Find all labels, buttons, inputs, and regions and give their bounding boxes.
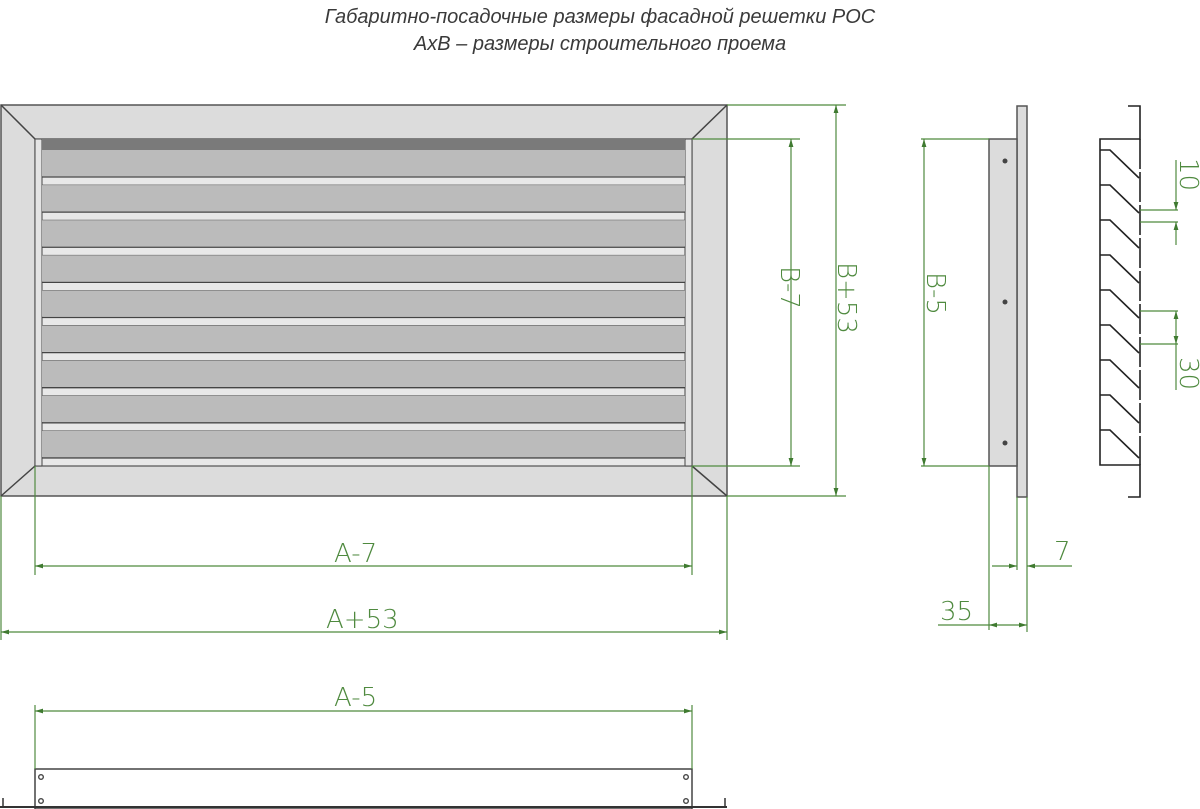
dim-label-b-7: B-7 [774,266,804,309]
screw-icon [683,774,690,781]
dim-label-35: 35 [940,597,973,627]
louver-slat [42,290,685,317]
dim-outer-width: A+53 [0,496,728,640]
flange [1016,105,1028,498]
section-louvers [1100,149,1140,459]
louver-slat [42,185,685,212]
screw-icon [38,774,45,781]
screw-icon [1002,440,1008,446]
screw-icon [1002,158,1008,164]
dim-label-30: 30 [1173,357,1200,390]
dim-inner-height: B-7 [692,138,804,467]
dim-label-b-5: B-5 [920,272,950,315]
dim-inner-width: A-7 [34,466,693,575]
screw-icon [1002,299,1008,305]
louver-slat [42,395,685,423]
louver-slat [42,255,685,282]
louver-slat [42,220,685,247]
section-louver [1100,149,1140,179]
bevel-line [0,104,36,140]
dim-body-height: B-5 [920,138,989,467]
dim-outer-height: B+53 [727,104,861,497]
side-view [988,105,1028,498]
section-view [1099,105,1141,498]
dim-pitch: 30 [1140,310,1200,390]
title-line-2: AxB – размеры строительного проема [413,33,787,55]
dim-label-a+53: A+53 [326,605,399,635]
screw-icon [38,798,45,805]
front-view [0,104,728,497]
section-louver [1100,289,1140,319]
dim-bottom-width: A-5 [34,683,693,769]
louver-slat [42,430,685,458]
side-strip [34,138,43,467]
bevel-line [691,465,728,497]
dim-depth: 35 [938,597,1027,628]
louver-slat [42,360,685,387]
dim-label-7: 7 [1054,537,1071,567]
title-line-1: Габаритно-посадочные размеры фасадной ре… [324,6,876,28]
louver-slat [42,325,685,352]
section-louver [1100,254,1140,284]
top-shadow-band [42,139,685,150]
bottom-body [34,768,693,809]
section-louver [1100,184,1140,214]
dim-flange-thickness: 7 [988,466,1072,632]
section-louver [1100,429,1140,459]
louver-slat [42,150,685,177]
dim-gap: 10 [1140,158,1200,245]
dim-label-a-5: A-5 [334,683,377,713]
section-louver [1100,359,1140,389]
section-louver [1100,219,1140,249]
section-louver [1100,394,1140,424]
bevel-line [0,465,36,497]
bottom-view [0,768,727,809]
bevel-line [691,104,728,140]
dim-label-a-7: A-7 [334,539,377,569]
dim-label-b+53: B+53 [831,262,861,334]
louvers [42,150,685,467]
section-louver [1100,324,1140,354]
dim-label-10: 10 [1173,158,1200,191]
side-strip [684,138,693,467]
screw-icon [683,798,690,805]
